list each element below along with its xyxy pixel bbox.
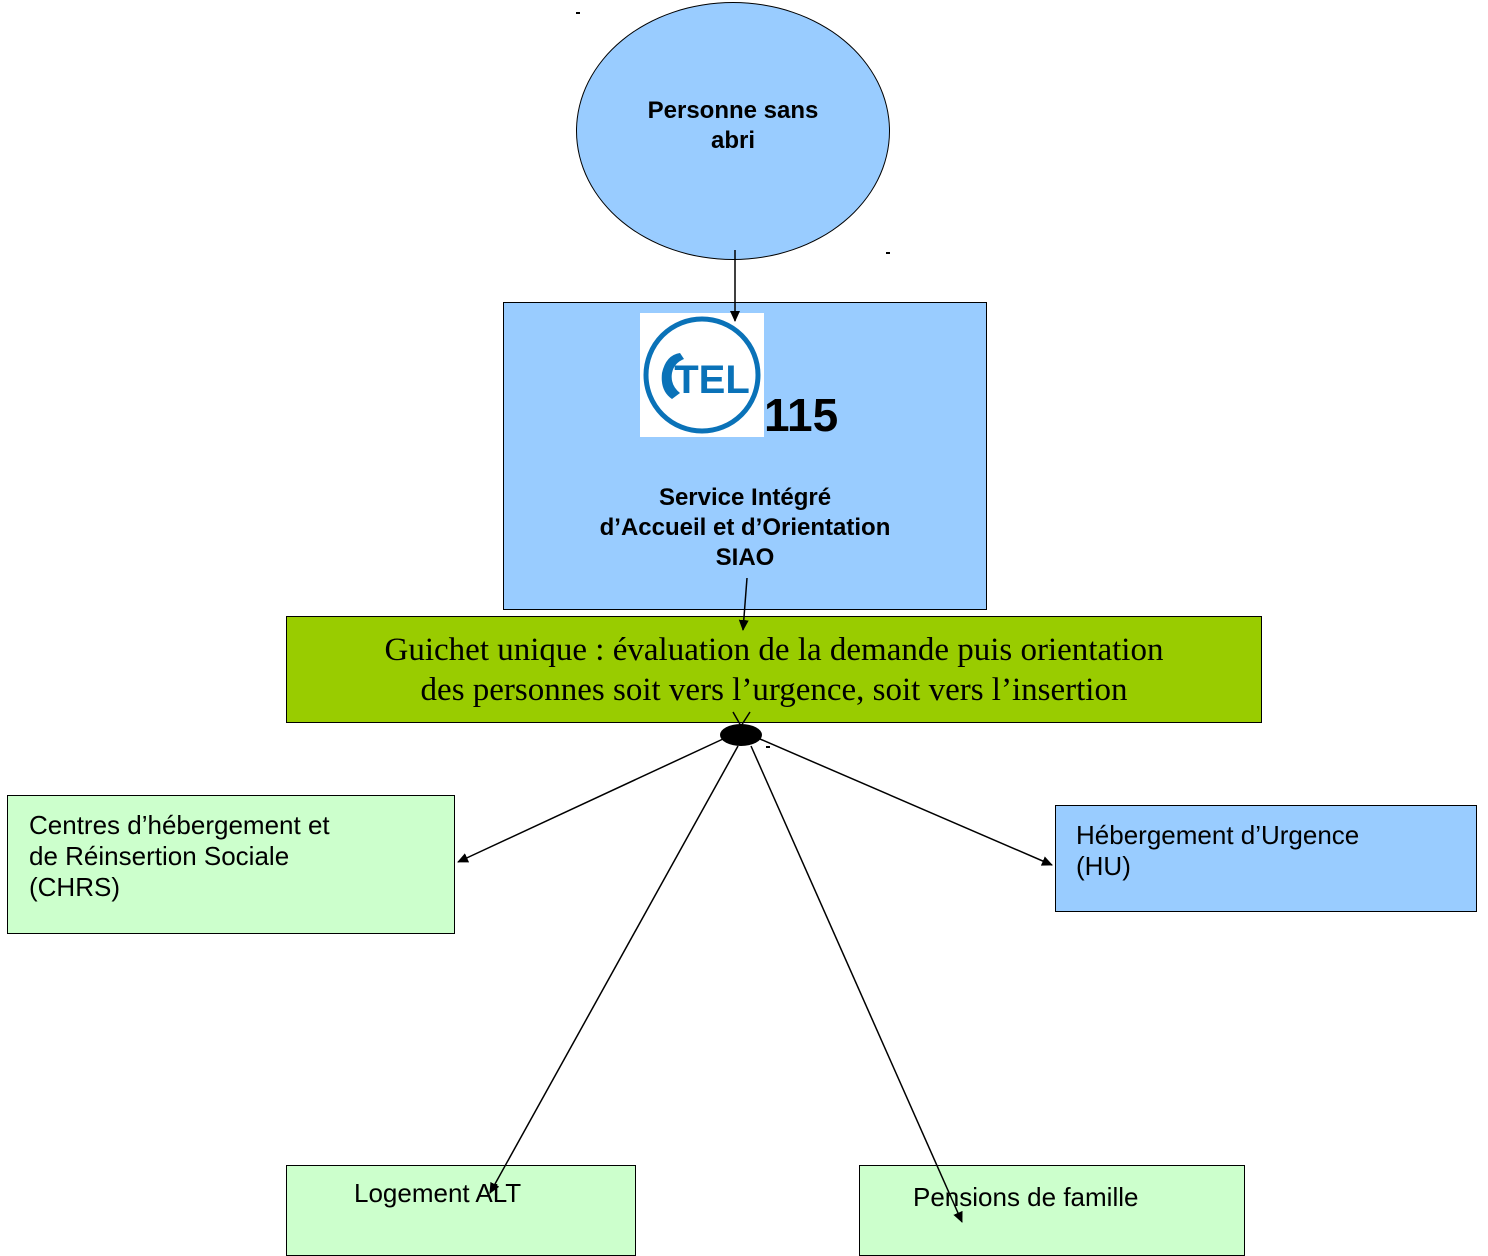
node-label-line: Logement ALT (354, 1178, 522, 1208)
stray-mark (886, 252, 890, 254)
edge-arrow (457, 738, 724, 863)
node-label-line: abri (710, 127, 755, 154)
stray-mark (766, 746, 770, 748)
node-label-line: (HU) (1076, 851, 1131, 881)
tel-phone-logo-icon: TEL (640, 313, 764, 437)
node-label-line: Guichet unique : évaluation de la demand… (384, 631, 1164, 668)
edge-arrow (750, 745, 963, 1223)
node-label-line: Service Intégré (658, 484, 832, 511)
logo-text: TEL (674, 358, 750, 402)
stray-mark (576, 12, 580, 14)
node-chrs: Centres d’hébergement et de Réinsertion … (7, 795, 455, 934)
siao-number: 115 (764, 389, 839, 441)
node-label-line: d’Accueil et d’Orientation (599, 514, 891, 541)
node-label-line: Centres d’hébergement et (29, 810, 330, 840)
node-siao: TEL 115 Service Intégré d’Accueil et d’O… (503, 302, 987, 610)
edge-arrow (759, 738, 1053, 866)
node-label-line: Pensions de famille (913, 1182, 1139, 1212)
edge-arrow (489, 745, 739, 1194)
node-label-line: Hébergement d’Urgence (1076, 820, 1360, 850)
node-personne-sans-abri: Personne sans abri (576, 2, 890, 260)
node-hebergement-urgence: Hébergement d’Urgence (HU) (1055, 805, 1477, 912)
node-logement-alt: Logement ALT (286, 1165, 636, 1256)
node-pensions-famille: Pensions de famille (859, 1165, 1245, 1256)
junction-node (720, 724, 762, 746)
node-label-line: Personne sans (647, 97, 819, 124)
node-label-line: des personnes soit vers l’urgence, soit … (420, 671, 1128, 708)
node-label-line: de Réinsertion Sociale (29, 841, 290, 871)
node-guichet-unique: Guichet unique : évaluation de la demand… (286, 616, 1262, 723)
node-label-line: SIAO (715, 544, 775, 571)
node-label-line: (CHRS) (29, 872, 120, 902)
